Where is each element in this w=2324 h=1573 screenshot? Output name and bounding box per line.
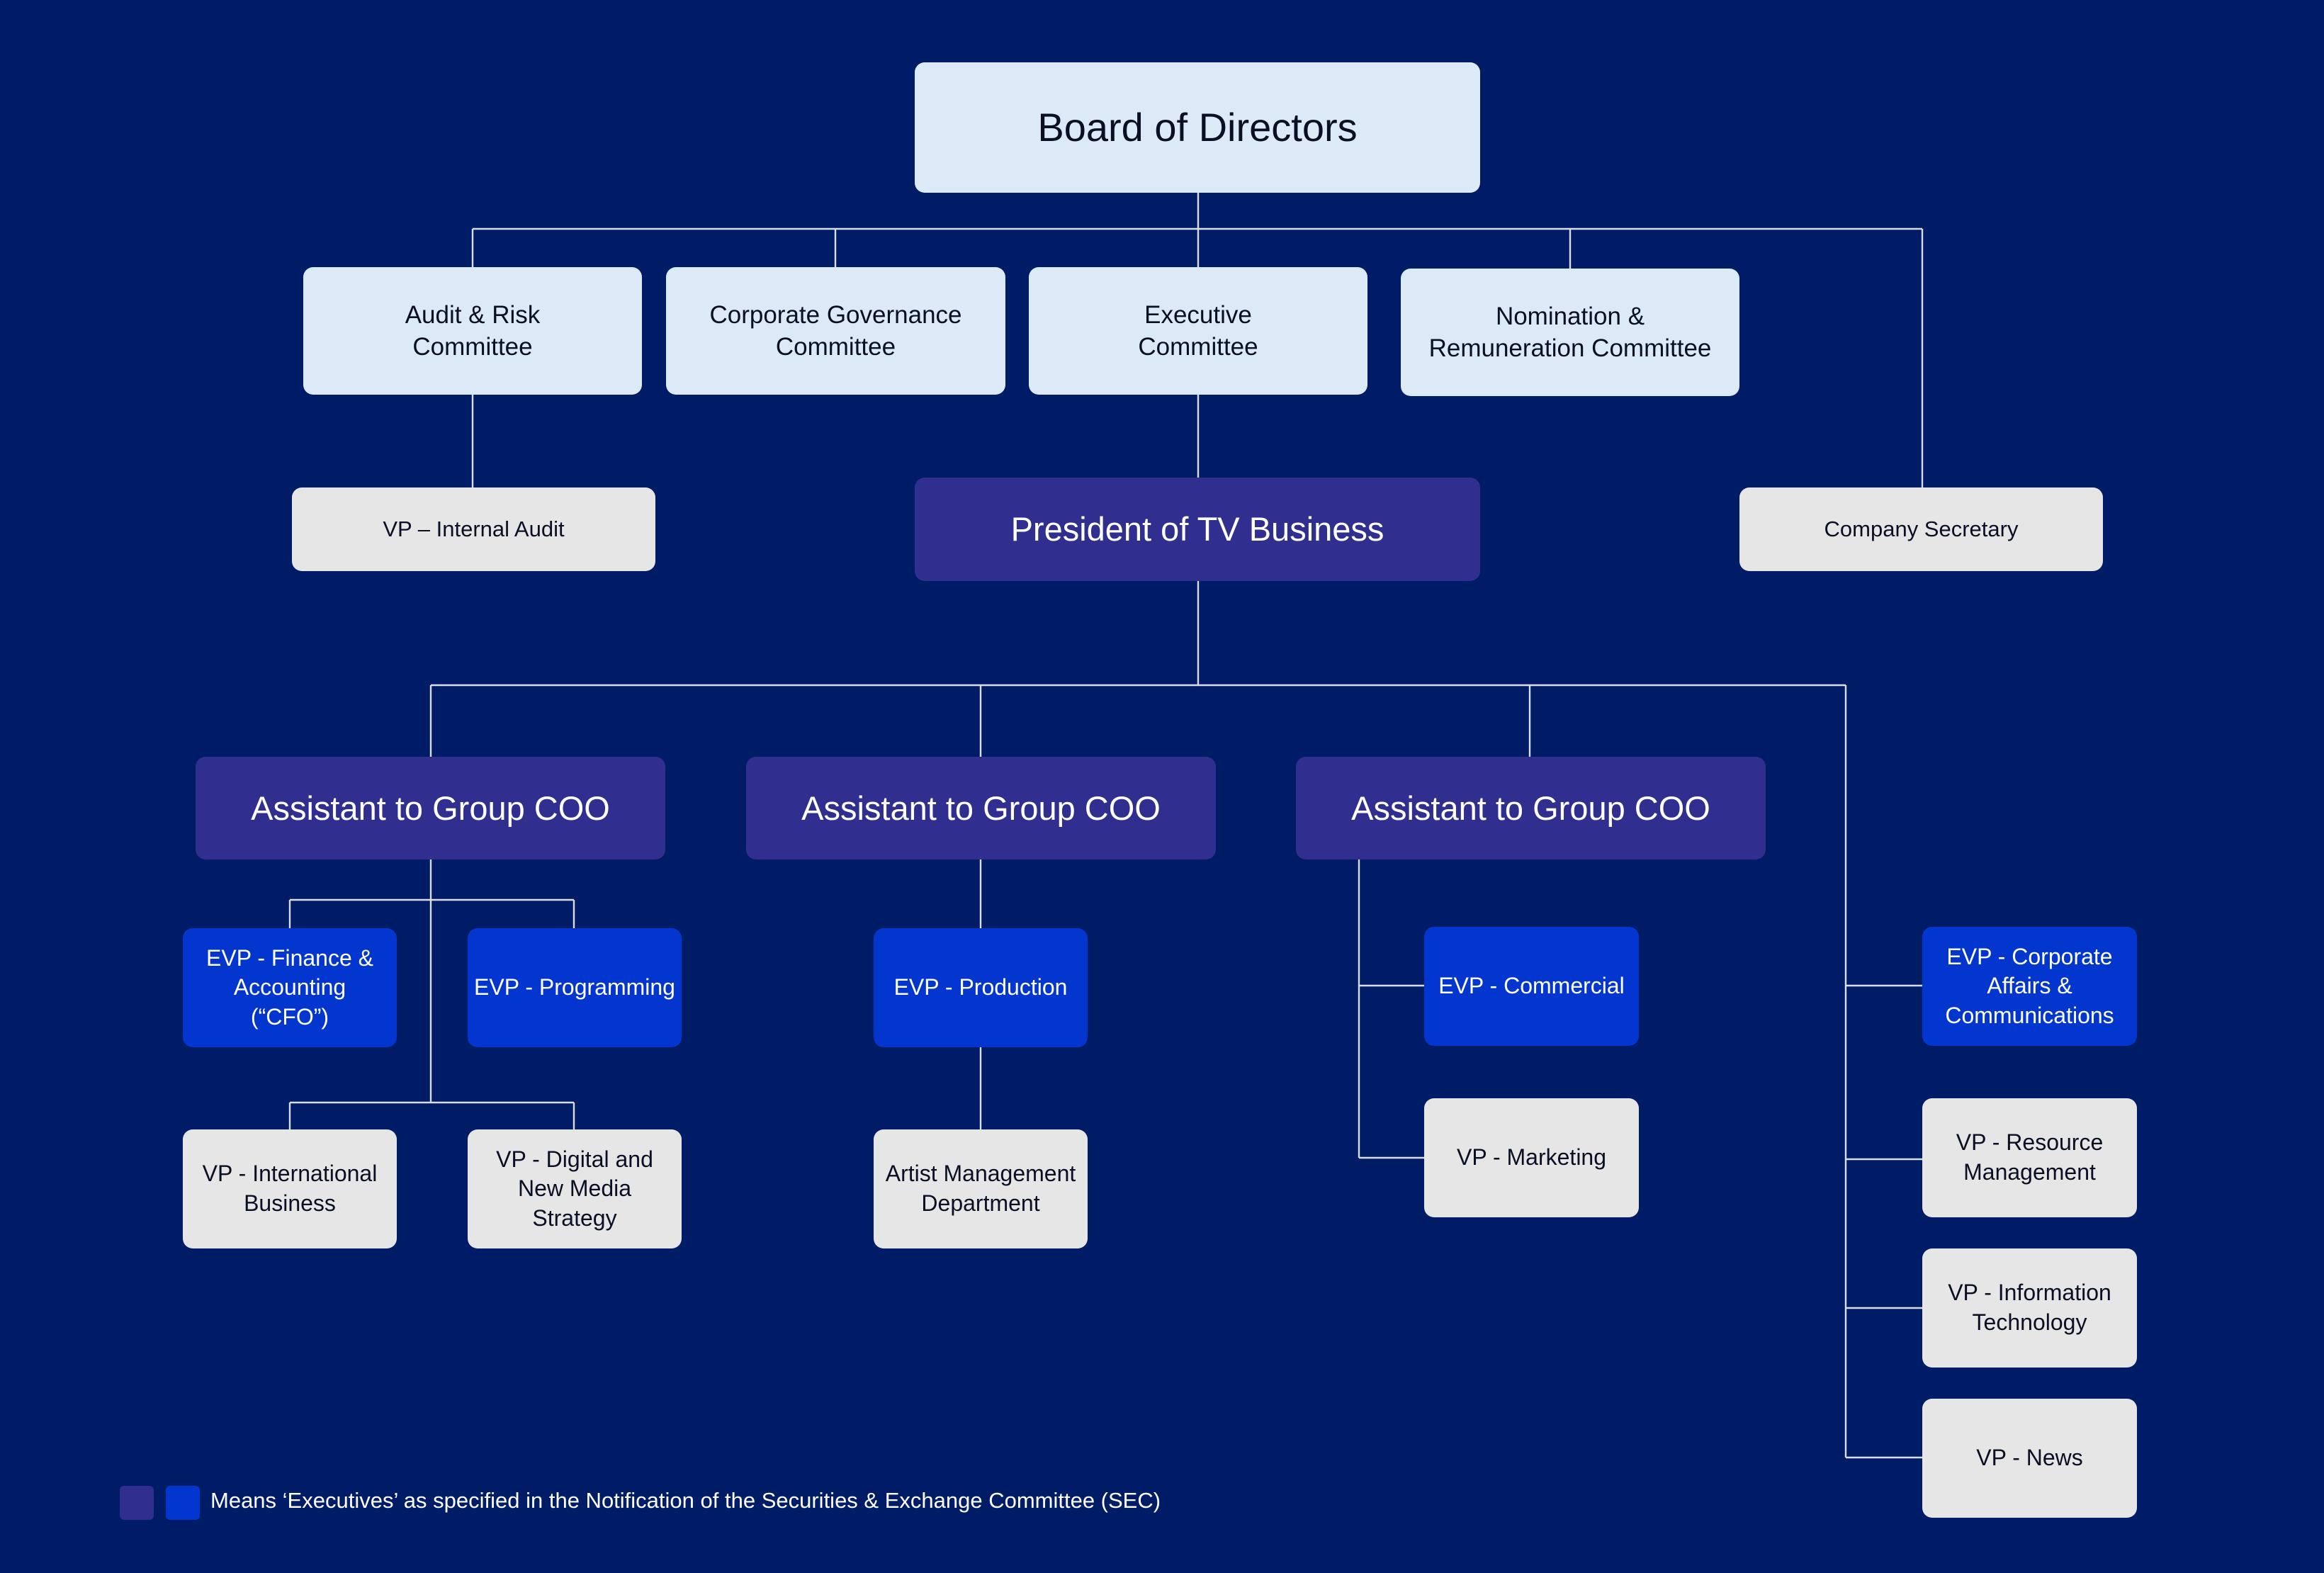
vp-internal-audit-box: VP – Internal Audit: [292, 487, 655, 571]
evp-production-box: EVP - Production: [874, 928, 1088, 1047]
legend-text: Means ‘Executives’ as specified in the N…: [210, 1488, 1161, 1513]
assistant-group-coo-left-box: Assistant to Group COO: [196, 757, 665, 859]
vp-resource-management-box: VP - Resource Management: [1922, 1098, 2137, 1217]
vp-news-box: VP - News: [1922, 1399, 2137, 1518]
vp-information-technology-box: VP - Information Technology: [1922, 1248, 2137, 1368]
evp-commercial-box: EVP - Commercial: [1424, 927, 1639, 1046]
assistant-group-coo-middle-box: Assistant to Group COO: [746, 757, 1216, 859]
legend-executive-swatch: [120, 1486, 154, 1520]
vp-international-business-box: VP - International Business: [183, 1129, 397, 1248]
evp-programming-box: EVP - Programming: [468, 928, 682, 1047]
vp-digital-new-media-box: VP - Digital and New Media Strategy: [468, 1129, 682, 1248]
evp-corporate-affairs-box: EVP - Corporate Affairs & Communications: [1922, 927, 2137, 1046]
company-secretary-box: Company Secretary: [1739, 487, 2103, 571]
legend-evp-swatch: [166, 1486, 200, 1520]
vp-marketing-box: VP - Marketing: [1424, 1098, 1639, 1217]
board-of-directors-box: Board of Directors: [915, 62, 1480, 193]
executive-committee-box: Executive Committee: [1029, 267, 1367, 395]
assistant-group-coo-right-box: Assistant to Group COO: [1296, 757, 1766, 859]
artist-management-department-box: Artist Management Department: [874, 1129, 1088, 1248]
nomination-remuneration-committee-box: Nomination & Remuneration Committee: [1401, 269, 1739, 396]
president-tv-business-box: President of TV Business: [915, 478, 1480, 581]
evp-finance-accounting-box: EVP - Finance & Accounting (“CFO”): [183, 928, 397, 1047]
audit-risk-committee-box: Audit & Risk Committee: [303, 267, 642, 395]
corporate-governance-committee-box: Corporate Governance Committee: [666, 267, 1005, 395]
